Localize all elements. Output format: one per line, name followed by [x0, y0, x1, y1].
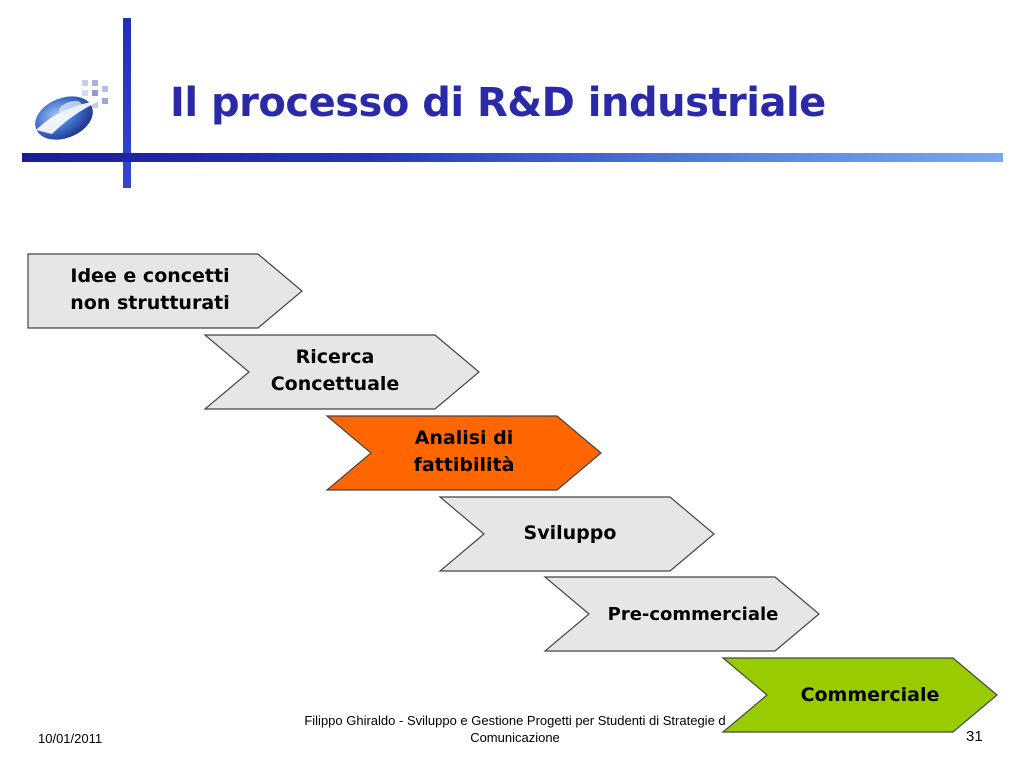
step-label-5: Pre-commerciale — [607, 604, 779, 625]
step-label-6: Commerciale — [800, 684, 940, 706]
step-shape-1 — [27, 253, 303, 329]
step-label-4: Sviluppo — [523, 522, 617, 544]
step-shape-2 — [203, 334, 480, 410]
step-label-2: Ricerca Concettuale — [270, 346, 400, 395]
footer-date: 10/01/2011 — [38, 731, 103, 746]
footer-author-course: Filippo Ghiraldo - Sviluppo e Gestione P… — [304, 713, 726, 745]
globe-orbit-logo-icon — [35, 80, 108, 140]
step-shape-5 — [543, 576, 820, 652]
page-number: 31 — [966, 728, 983, 745]
horizontal-accent-bar — [22, 153, 1003, 162]
step-shape-4 — [438, 496, 715, 572]
step-label-3: Analisi di fattibilità — [413, 427, 515, 476]
step-shape-6 — [721, 657, 998, 733]
step-shape-3 — [325, 415, 602, 491]
step-label-1: Idee e concetti non strutturati — [70, 265, 230, 314]
vertical-accent-bar — [123, 18, 131, 188]
page-title: Il processo di R&D industriale — [170, 80, 826, 126]
